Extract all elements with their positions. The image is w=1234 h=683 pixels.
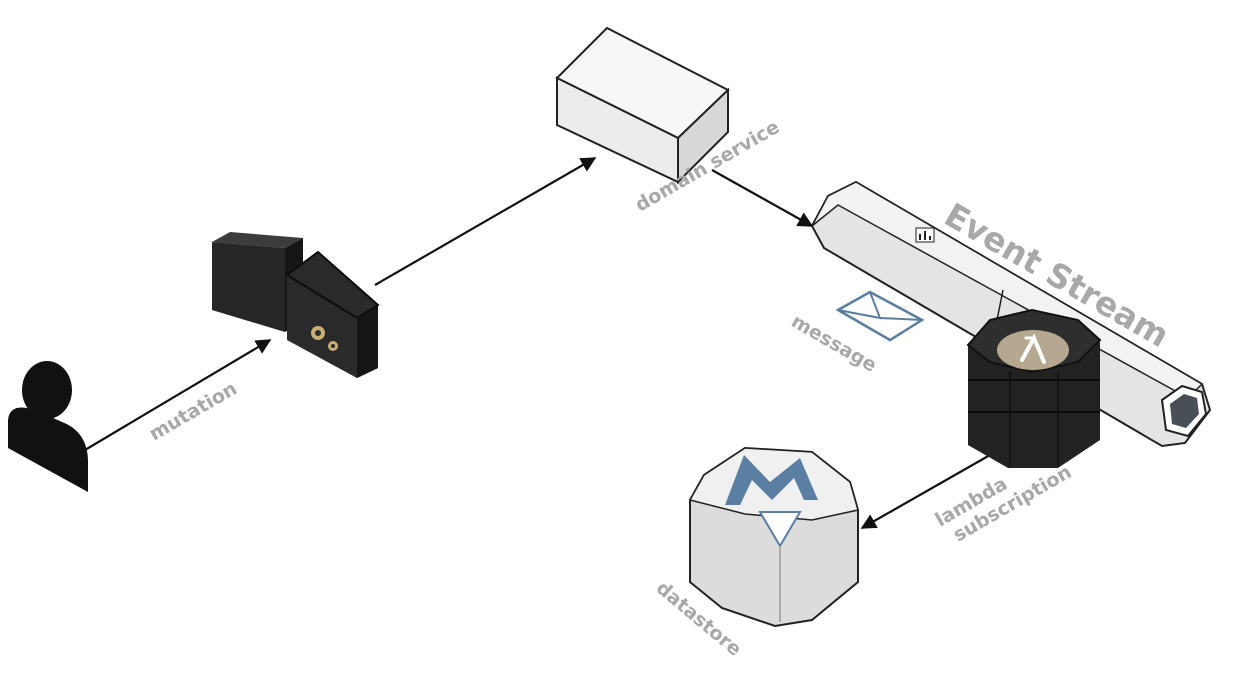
gateway-front-block	[286, 250, 380, 378]
edge-mutation	[84, 339, 272, 451]
gears-icon	[311, 326, 338, 351]
user-node[interactable]	[8, 361, 88, 492]
lambda-node[interactable]	[966, 308, 1102, 468]
mutation-label: mutation	[146, 378, 241, 446]
datastore-node[interactable]	[688, 446, 859, 628]
domain-service-node[interactable]	[555, 26, 730, 185]
m-logo-icon	[725, 455, 818, 505]
gateway-node[interactable]	[212, 232, 380, 378]
metrics-icon	[915, 227, 935, 243]
edge-lambda-to-datastore	[860, 454, 991, 529]
edge-gateway-to-domain-service	[374, 157, 597, 286]
message-node[interactable]	[835, 290, 925, 342]
edge-domain-service-to-event-stream	[711, 169, 814, 227]
user-icon	[8, 361, 88, 492]
lambda-icon	[997, 330, 1069, 370]
envelope-icon	[835, 290, 925, 342]
